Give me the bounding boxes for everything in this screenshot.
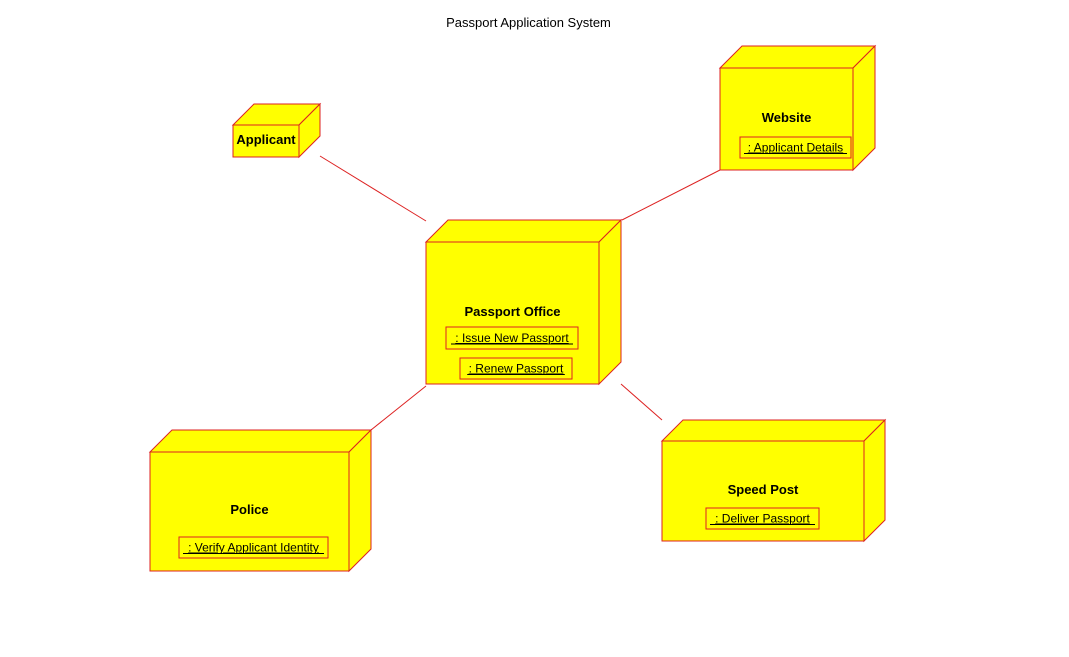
node-side-face [348, 428, 372, 573]
artifact-box[interactable] [739, 136, 852, 159]
link-website-to-passport-office [621, 169, 721, 221]
link-speed-post-to-passport-office [620, 383, 663, 421]
link-applicant-to-passport-office [319, 155, 427, 222]
node-police[interactable]: Police : Verify Applicant Identity [148, 428, 373, 573]
node-side-face [863, 418, 886, 543]
artifact-label: : Issue New Passport [455, 331, 569, 345]
node-side-face [598, 218, 622, 386]
node-top-face [148, 429, 373, 453]
node-top-face [660, 419, 887, 442]
node-passport-office[interactable]: Passport Office : Issue New Passport : Ren… [424, 218, 623, 386]
node-label-speed-post: Speed Post [728, 482, 799, 497]
node-side-face [852, 44, 876, 172]
node-top-face [424, 219, 623, 243]
links-layer [319, 155, 721, 431]
nodes-layer: Applicant Website : Applicant DetailsPassp… [148, 44, 887, 573]
artifact-box[interactable] [178, 536, 329, 559]
artifact-label: : Applicant Details [748, 141, 843, 155]
node-label-police: Police [230, 502, 268, 517]
node-front-face [232, 124, 300, 158]
node-website[interactable]: Website : Applicant Details [718, 44, 877, 172]
node-label-applicant: Applicant [236, 132, 296, 147]
link-police-to-passport-office [370, 385, 427, 431]
artifact-box[interactable] [459, 357, 573, 380]
artifact-label: : Renew Passport [469, 362, 564, 376]
node-applicant[interactable]: Applicant [231, 102, 322, 159]
node-label-passport-office: Passport Office [464, 304, 560, 319]
node-label-website: Website [762, 110, 812, 125]
diagram-title: Passport Application System [446, 15, 611, 30]
node-top-face [718, 45, 877, 69]
artifact-box[interactable] [705, 507, 820, 530]
artifact-label: : Verify Applicant Identity [188, 541, 319, 555]
node-speed-post[interactable]: Speed Post : Deliver Passport [660, 418, 887, 543]
artifact-label: : Deliver Passport [715, 512, 810, 526]
